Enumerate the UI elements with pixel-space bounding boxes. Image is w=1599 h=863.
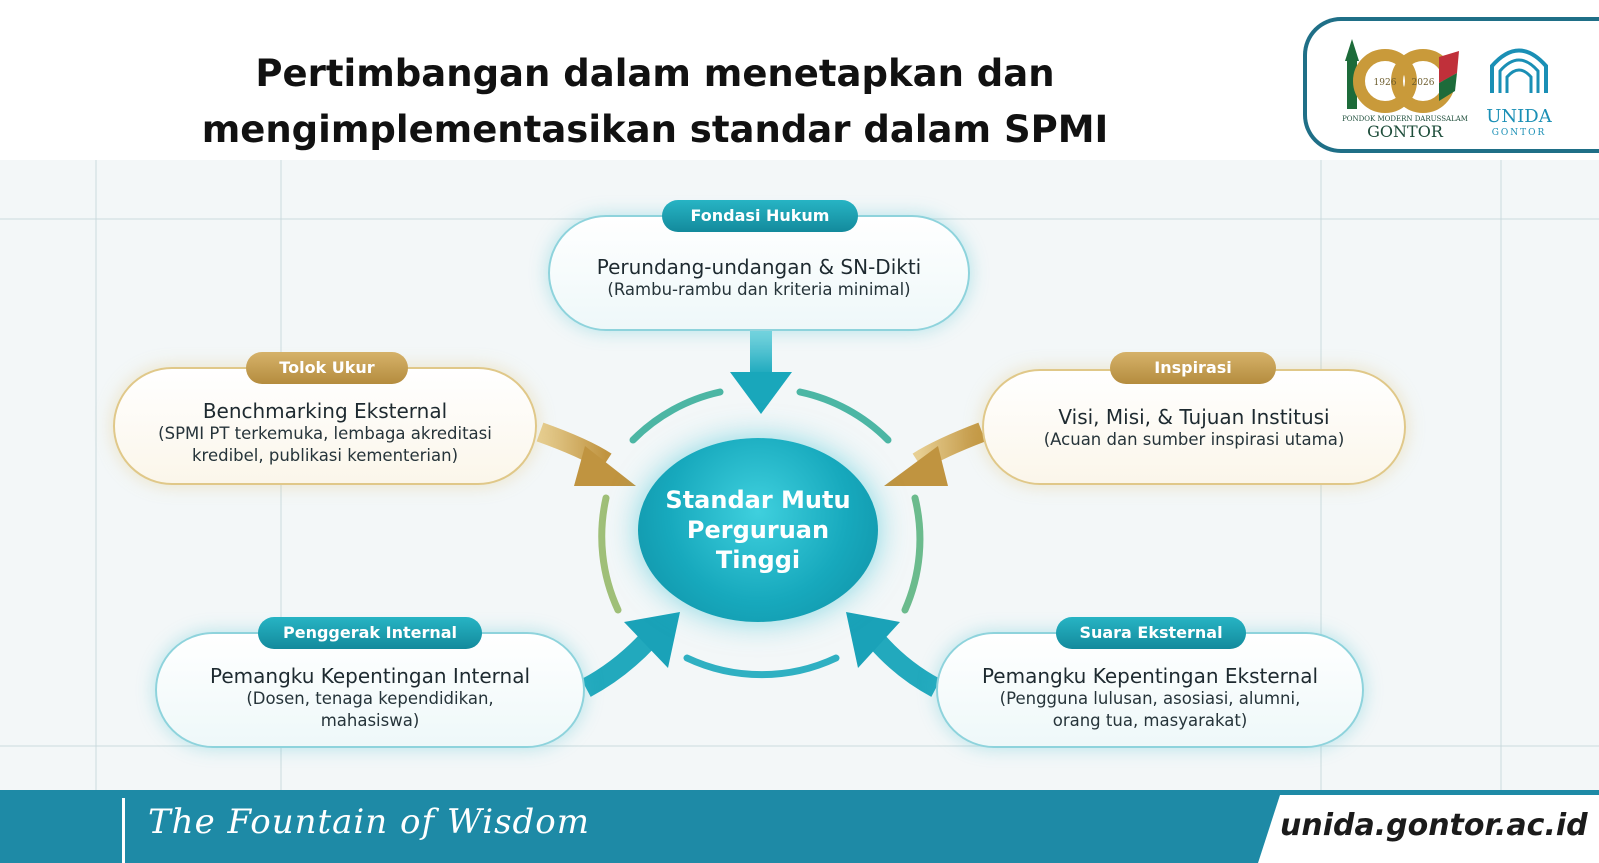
gontor-caption: PONDOK MODERN DARUSSALAM <box>1342 115 1468 123</box>
node-main-text: Pemangku Kepentingan Eksternal <box>981 664 1319 688</box>
grid-line <box>95 160 97 790</box>
tag-benchmark: Tolok Ukur <box>246 352 408 384</box>
footer-divider <box>122 798 125 863</box>
node-sub-text: (Rambu-rambu dan kriteria minimal) <box>607 280 911 299</box>
arrow-bottom-left <box>581 612 680 697</box>
center-label: Standar Mutu Perguruan Tinggi <box>665 486 851 574</box>
logo-panel: 1926 2026 PONDOK MODERN DARUSSALAM GONTO… <box>1303 17 1599 153</box>
node-main-text: Benchmarking Eksternal <box>202 399 448 423</box>
unida-logo: UNIDA GONTOR <box>1486 48 1553 138</box>
ring-segment <box>629 388 724 444</box>
tower-spire-icon <box>1345 39 1359 61</box>
dome-icon <box>1505 68 1533 93</box>
grid-line <box>0 745 1599 747</box>
gontor-logo: 1926 2026 PONDOK MODERN DARUSSALAM GONTO… <box>1342 39 1468 141</box>
page-title: Pertimbangan dalam menetapkan dan mengim… <box>180 46 1130 158</box>
gontor-name: GONTOR <box>1367 122 1444 141</box>
ring-segment <box>683 654 840 679</box>
flag-icon <box>1439 51 1459 83</box>
node-sub-text: mahasiswa) <box>320 711 420 730</box>
year-end: 2026 <box>1412 78 1435 88</box>
center-node: Standar Mutu Perguruan Tinggi <box>638 438 878 622</box>
gold-ring-icon <box>1353 49 1417 113</box>
dome-icon <box>1498 58 1540 93</box>
arrow-bottom-right <box>846 612 941 697</box>
node-main-text: Pemangku Kepentingan Internal <box>210 664 530 688</box>
flag-icon <box>1439 73 1457 101</box>
node-sub-text: (Acuan dan sumber inspirasi utama) <box>1043 430 1345 449</box>
node-sub-text: (Dosen, tenaga kependidikan, <box>246 689 494 708</box>
title-line-2: mengimplementasikan standar dalam SPMI <box>201 108 1109 151</box>
arrow-right <box>884 422 986 486</box>
dome-icon <box>1490 48 1548 93</box>
footer-slogan: The Fountain of Wisdom <box>148 802 591 842</box>
node-main-text: Visi, Misi, & Tujuan Institusi <box>1058 405 1330 429</box>
node-sub-text: kredibel, publikasi kementerian) <box>191 446 459 465</box>
node-sub-text: orang tua, masyarakat) <box>1052 711 1248 730</box>
arrow-top <box>730 330 792 414</box>
footer-url[interactable]: unida.gontor.ac.id <box>1280 808 1588 843</box>
ring-segment <box>796 388 892 444</box>
node-main-text: Perundang-undangan & SN-Dikti <box>596 255 922 279</box>
ring-segment <box>598 494 622 614</box>
tag-external-voice: Suara Eksternal <box>1056 617 1246 649</box>
node-sub-text: (SPMI PT terkemuka, lembaga akreditasi <box>158 424 492 443</box>
tower-icon <box>1347 61 1357 109</box>
footer-url-panel <box>1258 795 1599 863</box>
node-benchmark: Benchmarking Eksternal (SPMI PT terkemuk… <box>113 367 537 485</box>
tag-legal-foundation: Fondasi Hukum <box>662 200 858 232</box>
node-sub-text: (Pengguna lulusan, asosiasi, alumni, <box>999 689 1301 708</box>
ring-segment <box>901 494 924 614</box>
tag-internal-driver: Penggerak Internal <box>258 617 482 649</box>
arrow-left <box>536 422 636 486</box>
tag-inspiration: Inspirasi <box>1110 352 1276 384</box>
unida-sub: GONTOR <box>1492 128 1547 138</box>
unida-name: UNIDA <box>1486 106 1552 127</box>
node-internal-stakeholders: Pemangku Kepentingan Internal (Dosen, te… <box>155 632 585 748</box>
title-line-1: Pertimbangan dalam menetapkan dan <box>255 52 1055 95</box>
node-legal-foundation: Perundang-undangan & SN-Dikti (Rambu-ram… <box>548 215 970 331</box>
node-inspiration: Visi, Misi, & Tujuan Institusi (Acuan da… <box>982 369 1406 485</box>
cycle-ring <box>598 388 924 679</box>
year-start: 1926 <box>1374 78 1397 88</box>
node-external-stakeholders: Pemangku Kepentingan Eksternal (Pengguna… <box>936 632 1364 748</box>
logos: 1926 2026 PONDOK MODERN DARUSSALAM GONTO… <box>1342 39 1553 141</box>
grid-line <box>1500 160 1502 790</box>
